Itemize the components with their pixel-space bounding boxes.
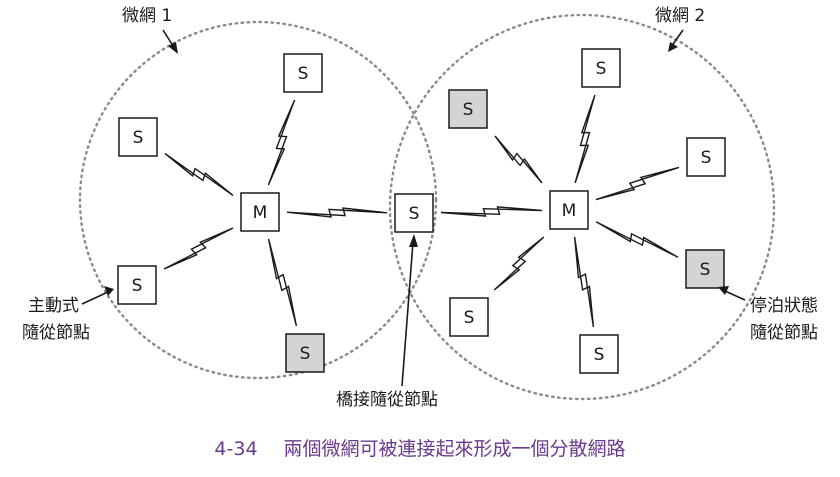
parked-slave-node-box (285, 333, 325, 373)
parked-slave-node-letter: S (700, 260, 711, 280)
slave-node-box (581, 48, 621, 88)
slave-node-letter: S (133, 128, 144, 148)
slave-node-letter: S (596, 59, 607, 79)
slave-node-letter: S (132, 276, 143, 296)
slave-node-letter: S (464, 308, 475, 328)
radio-link-bolt-m1-s1d (267, 238, 298, 327)
radio-links (163, 94, 680, 328)
bridge-slave-node-letter: S (409, 204, 420, 224)
slave-node-s1b: S (118, 117, 158, 157)
slave-node-box (283, 53, 323, 93)
radio-link-bolt-m2-s2a (574, 94, 596, 184)
master-node-m1: M (240, 192, 280, 232)
slave-node-box (579, 334, 619, 374)
parked-slave-node-s2b: S (448, 89, 488, 129)
master-node-box (549, 190, 589, 230)
bridge-slave-arrowhead (409, 234, 418, 247)
slave-node-s2e: S (449, 297, 489, 337)
parked-slave-node-box (448, 89, 488, 129)
bridge-slave-node-box (394, 193, 434, 233)
radio-link-bolt-m1-s1c (163, 227, 234, 270)
radio-link-bolt-m2-s2f (573, 236, 595, 328)
slave-node-s2c: S (686, 137, 726, 177)
slave-node-box (117, 265, 157, 305)
active-slave-label-line2: 隨從節點 (22, 323, 90, 343)
bridge-slave-arrow (401, 241, 414, 387)
slave-node-letter: S (701, 148, 712, 168)
bridge-slave-node-br: S (394, 193, 434, 233)
slave-node-letter: S (298, 64, 309, 84)
radio-link-bolt-br-m2 (440, 206, 543, 217)
figure-number: 4-34 (214, 438, 258, 460)
nodes: M S S S S S M S S S S S S (117, 48, 726, 374)
parked-slave-node-letter: S (300, 344, 311, 364)
slave-node-s1a: S (283, 53, 323, 93)
piconet-1-label: 微網 1 (122, 6, 172, 26)
slave-node-s2f: S (579, 334, 619, 374)
piconet-2-label: 微網 2 (655, 6, 705, 26)
slave-node-box (686, 137, 726, 177)
master-node-letter: M (253, 203, 268, 223)
active-slave-arrowhead (104, 286, 114, 296)
radio-link-bolt-m2-s2e (493, 236, 545, 291)
parked-slave-node-s1d: S (285, 333, 325, 373)
slave-node-s2a: S (581, 48, 621, 88)
radio-link-bolt-m2-s2c (595, 166, 680, 201)
active-slave-arrow (81, 291, 109, 305)
parked-slave-label-line2: 隨從節點 (750, 323, 818, 343)
parked-slave-arrowhead (718, 286, 729, 295)
piconet-1-circle (78, 20, 438, 380)
parked-slave-node-box (685, 249, 725, 289)
radio-link-bolt-m1-s1b (164, 153, 234, 196)
active-slave-label-line1: 主動式 (28, 296, 79, 316)
radio-link-bolt-m2-s2d (595, 221, 679, 258)
figure-caption-text: 兩個微網可被連接起來形成一個分散網路 (283, 438, 626, 460)
slave-node-box (118, 117, 158, 157)
master-node-m2: M (549, 190, 589, 230)
piconet-2-circle (388, 13, 776, 401)
radio-link-bolt-m2-s2b (494, 135, 543, 184)
slave-node-letter: S (594, 345, 605, 365)
parked-slave-arrow (724, 290, 746, 301)
slave-node-s1c: S (117, 265, 157, 305)
piconet-1-arrowhead (168, 42, 178, 54)
master-node-box (240, 192, 280, 232)
parked-slave-node-letter: S (463, 100, 474, 120)
bridge-slave-label: 橋接隨從節點 (336, 390, 438, 410)
parked-slave-label-line1: 停泊狀態 (750, 296, 818, 316)
slave-node-box (449, 297, 489, 337)
figure-caption: 4-34 兩個微網可被連接起來形成一個分散網路 (0, 434, 840, 461)
piconet-2-arrowhead (668, 42, 678, 52)
radio-link-bolt-m1-s1a (267, 99, 296, 186)
radio-link-bolt-m1-br (286, 207, 388, 218)
parked-slave-node-s2d: S (685, 249, 725, 289)
master-node-letter: M (562, 201, 577, 221)
